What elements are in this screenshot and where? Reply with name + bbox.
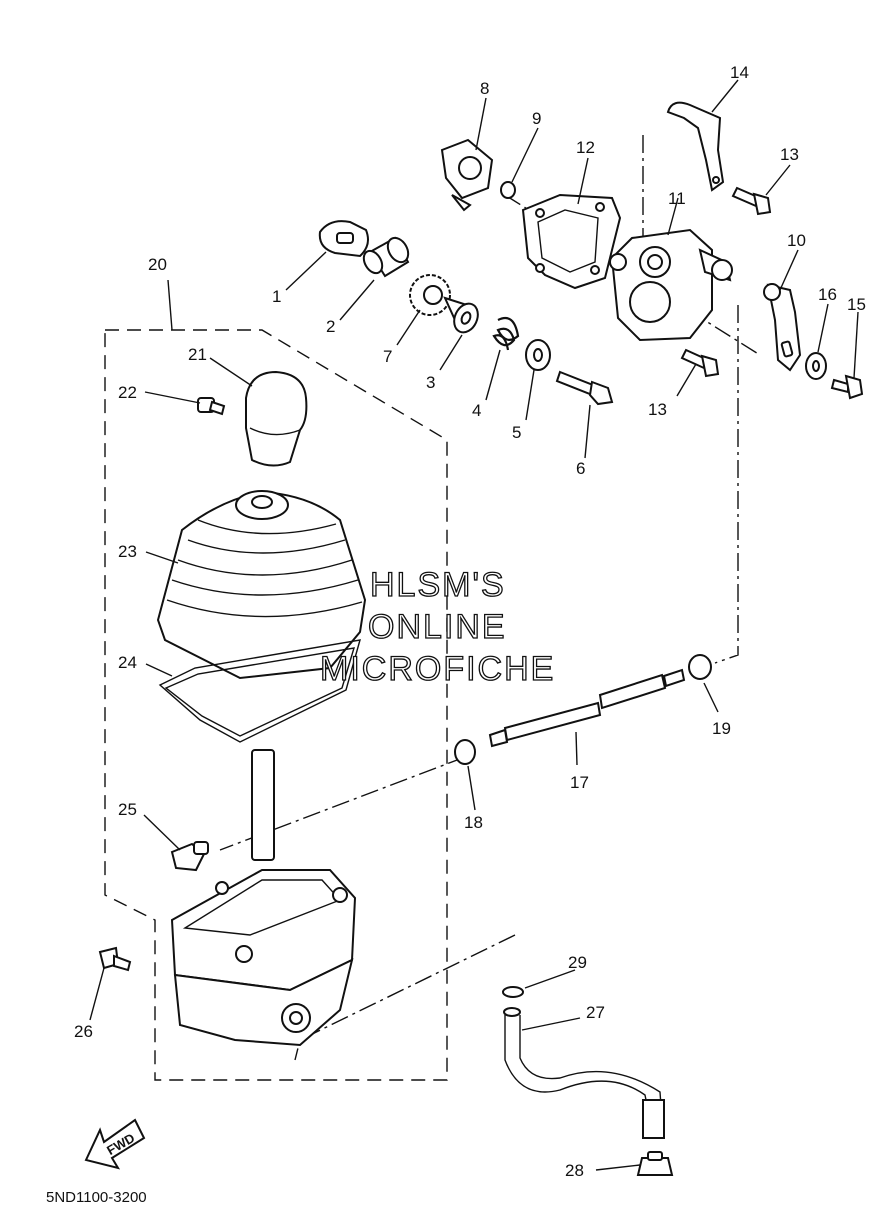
part-28-cap: [636, 1151, 674, 1176]
callout-29: 29: [568, 953, 587, 972]
part-3-washer: [453, 302, 479, 334]
callout-24: 24: [118, 653, 137, 672]
watermark: HLSM'S ONLINE MICROFICHE: [319, 565, 555, 688]
watermark-line-3: MICROFICHE: [320, 650, 555, 688]
callout-20: 20: [148, 255, 167, 274]
callout-21: 21: [188, 345, 207, 364]
part-18-nut: [454, 739, 476, 765]
part-15-bolt: [830, 374, 864, 400]
callout-14: 14: [730, 63, 749, 82]
callout-19: 19: [712, 719, 731, 738]
part-13-bolt-lower: [680, 348, 720, 378]
part-5-washer: [525, 339, 551, 371]
part-13-bolt-upper: [731, 186, 772, 216]
callout-8: 8: [480, 79, 489, 98]
part-1-cam: [318, 220, 369, 258]
watermark-line-1: HLSM'S: [370, 566, 506, 604]
callout-5: 5: [512, 423, 521, 442]
part-14-bracket: [666, 101, 725, 192]
callout-13-lower: 13: [648, 400, 667, 419]
callout-15: 15: [847, 295, 866, 314]
callout-28: 28: [565, 1161, 584, 1180]
callout-22: 22: [118, 383, 137, 402]
part-23-boot: [156, 490, 367, 680]
leader-lines: [89, 79, 859, 1171]
part-6-bolt: [555, 370, 614, 406]
callout-12: 12: [576, 138, 595, 157]
part-16-washer: [805, 352, 827, 380]
callout-1: 1: [272, 287, 281, 306]
part-17-rod: [488, 668, 686, 748]
part-27-hose: [503, 1007, 665, 1139]
part-7-gear: [409, 274, 469, 322]
callout-26: 26: [74, 1022, 93, 1041]
callout-9: 9: [532, 109, 541, 128]
part-24-gasket: [158, 639, 361, 743]
callout-17: 17: [570, 773, 589, 792]
part-21-knob: [245, 370, 308, 467]
callout-11: 11: [668, 189, 686, 208]
callout-6: 6: [576, 459, 585, 478]
part-11-housing: [609, 228, 733, 342]
part-8-sensor: [440, 138, 494, 212]
callout-23: 23: [118, 542, 137, 561]
part-22-screw: [197, 397, 226, 416]
callout-10: 10: [787, 231, 806, 250]
fwd-arrow-icon: [84, 1118, 146, 1170]
callout-25: 25: [118, 800, 137, 819]
callout-16: 16: [818, 285, 837, 304]
part-2-collar: [362, 236, 410, 278]
callout-labels: 1 2 3 4 5 6 7 8 9 10 11 12 13 13 14 15 1…: [74, 63, 866, 1180]
callout-2: 2: [326, 317, 335, 336]
part-10-lever: [763, 283, 802, 372]
part-29-clip: [502, 986, 524, 998]
callout-27: 27: [586, 1003, 605, 1022]
callout-18: 18: [464, 813, 483, 832]
part-25-fitting: [170, 841, 209, 872]
part-26-bolt: [98, 946, 132, 972]
part-9-o-ring: [500, 181, 516, 199]
part-19-nut: [688, 654, 712, 680]
callout-7: 7: [383, 347, 392, 366]
shift-lever-base: [170, 749, 357, 1047]
diagram-code: 5ND1100-3200: [46, 1189, 147, 1206]
callout-3: 3: [426, 373, 435, 392]
callout-13-upper: 13: [780, 145, 799, 164]
callout-4: 4: [472, 401, 481, 420]
watermark-line-2: ONLINE: [368, 608, 507, 646]
part-4-spring: [492, 316, 520, 351]
part-12-gasket: [521, 193, 622, 290]
